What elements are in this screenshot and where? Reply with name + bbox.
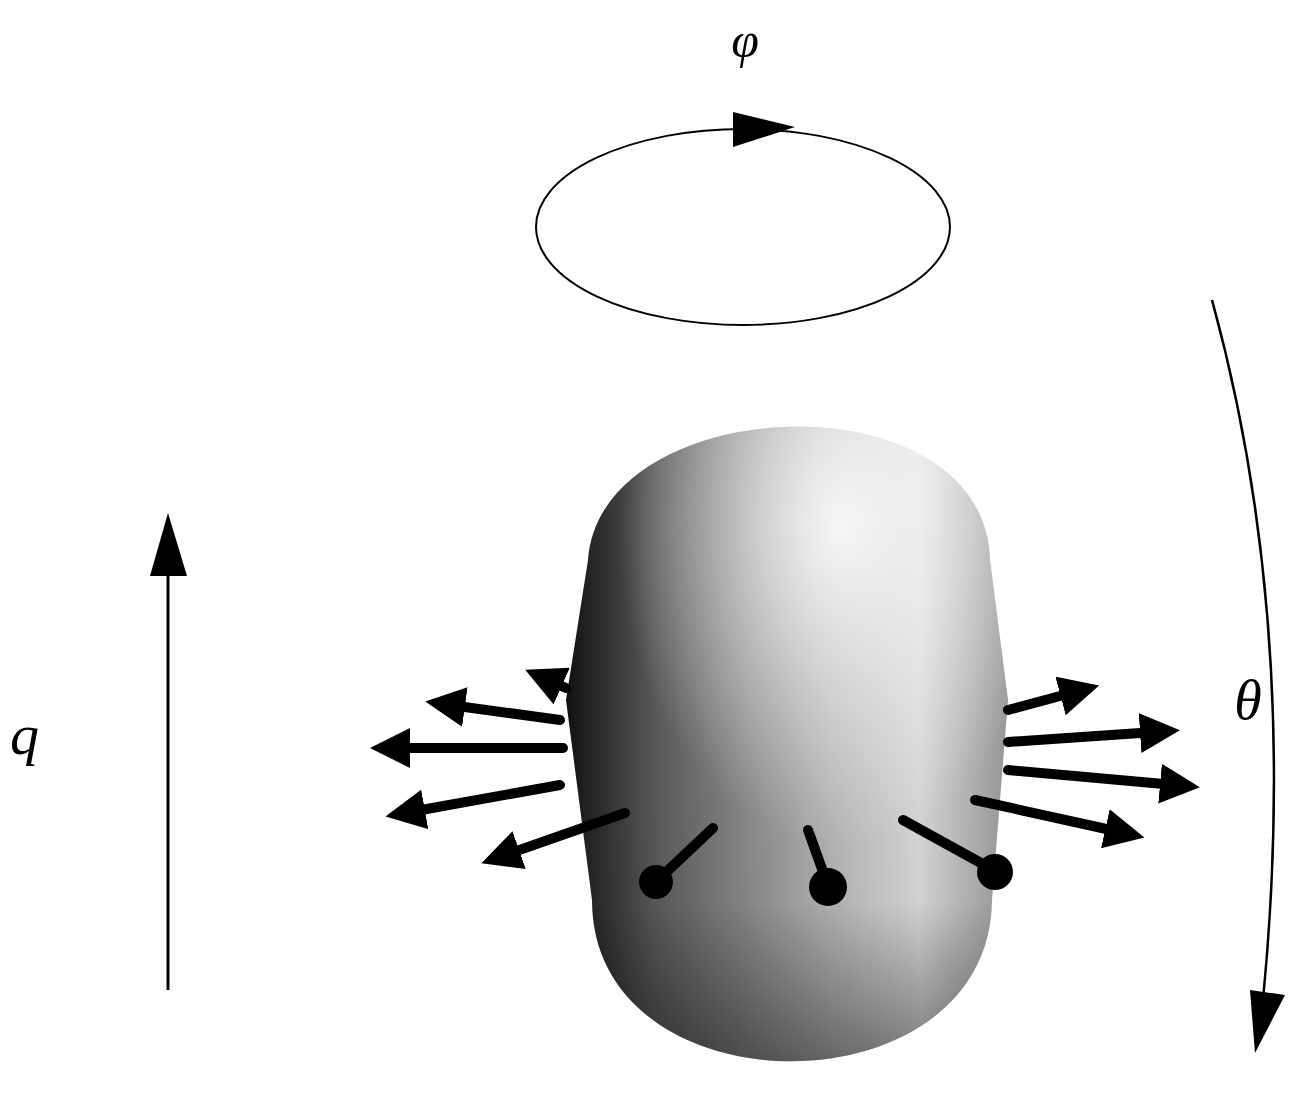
phi-label: φ	[727, 13, 763, 67]
phi-arrowhead	[733, 112, 795, 147]
theta-arrowhead	[1250, 990, 1285, 1053]
q-label: q⃗	[6, 704, 88, 766]
capsule-body	[566, 427, 1008, 1061]
q-vector	[167, 560, 170, 990]
q-arrowhead	[150, 513, 187, 576]
theta-label: θ	[1230, 670, 1266, 730]
inward-pins	[639, 820, 1013, 906]
phi-loop	[536, 129, 950, 325]
theta-curve	[1212, 300, 1274, 1000]
outward-arrows	[395, 680, 1175, 855]
